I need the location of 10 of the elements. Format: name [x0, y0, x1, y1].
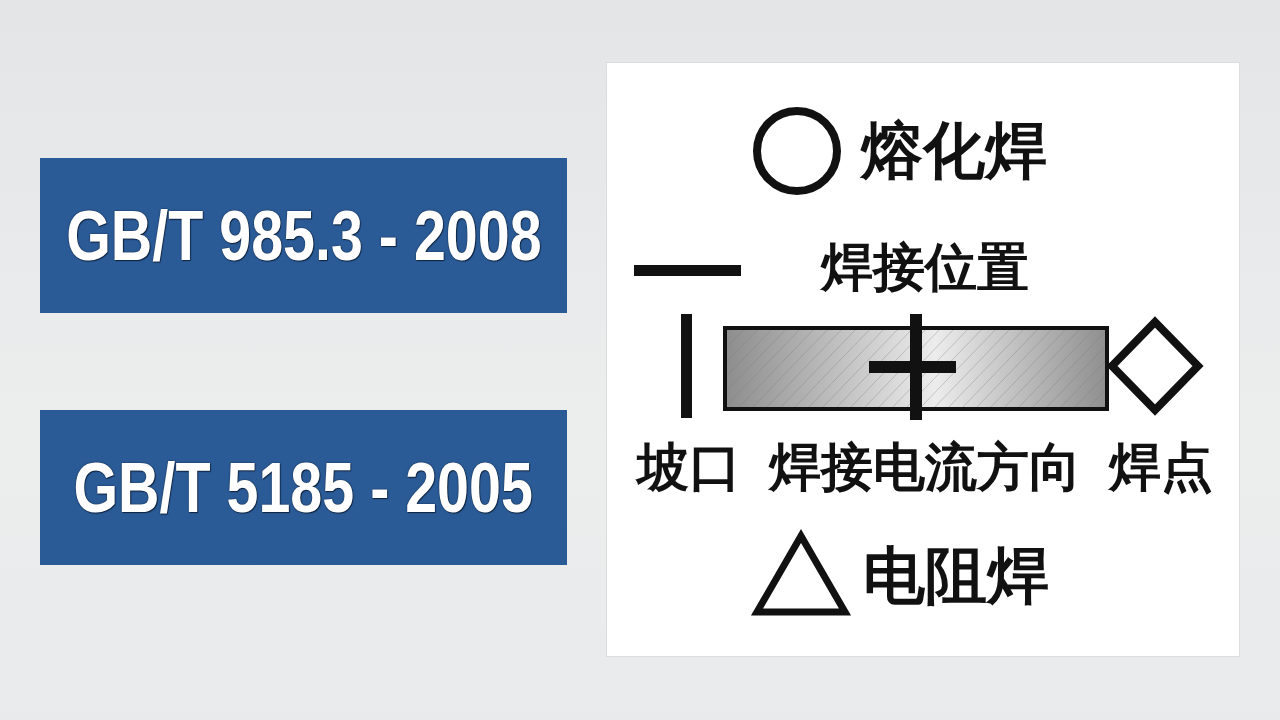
- symbol-caption: 焊接位置: [821, 241, 1029, 293]
- symbol-caption: 焊接电流方向: [769, 441, 1081, 493]
- symbol-caption: 焊点: [1109, 441, 1213, 493]
- symbol-caption: 熔化焊: [861, 120, 1047, 182]
- symbol-caption: 坡口: [637, 441, 741, 493]
- standard-code: GB/T 985.3 - 2008: [65, 200, 542, 271]
- symbol-caption: 电阻焊: [863, 545, 1049, 607]
- standard-code: GB/T 5185 - 2005: [73, 452, 534, 523]
- standard-banner: [40, 410, 567, 565]
- standard-banner: [40, 158, 567, 313]
